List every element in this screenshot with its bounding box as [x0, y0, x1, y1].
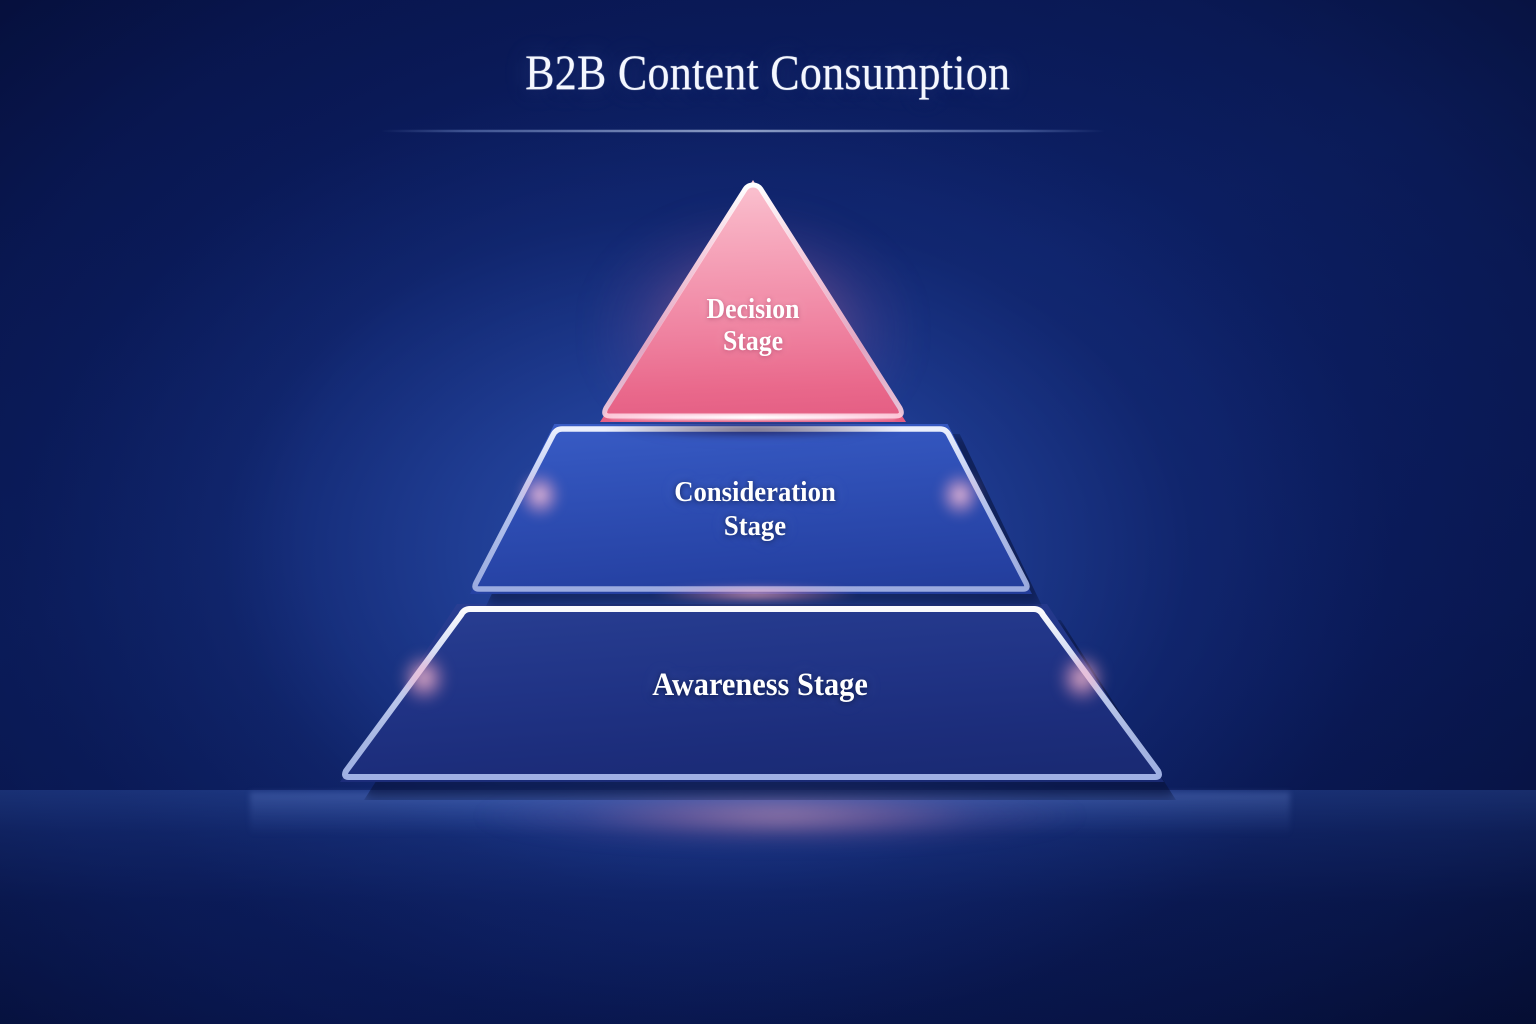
awareness-right-edge-glint: [1056, 652, 1108, 704]
consideration-left-edge-glint: [518, 472, 562, 518]
decision-drop-shadow: [606, 422, 900, 438]
awareness-outline: [340, 604, 1164, 782]
decision-outline: [600, 180, 906, 422]
pyramid-tier-consideration[interactable]: Consideration Stage: [470, 424, 1042, 610]
page-title-container: B2B Content Consumption: [0, 46, 1536, 99]
consideration-outline: [470, 424, 1032, 594]
pyramid-tier-decision[interactable]: Decision Stage: [588, 172, 918, 438]
pyramid-tier-awareness[interactable]: Awareness Stage: [340, 604, 1180, 804]
consideration-right-edge-glint: [938, 472, 982, 518]
awareness-body: [340, 604, 1164, 782]
decision-base-highlight: [610, 415, 896, 420]
consideration-base-glow: [650, 584, 860, 604]
title-divider: [380, 130, 1106, 132]
page-title: B2B Content Consumption: [525, 44, 1011, 100]
awareness-left-edge-glint: [398, 652, 450, 704]
